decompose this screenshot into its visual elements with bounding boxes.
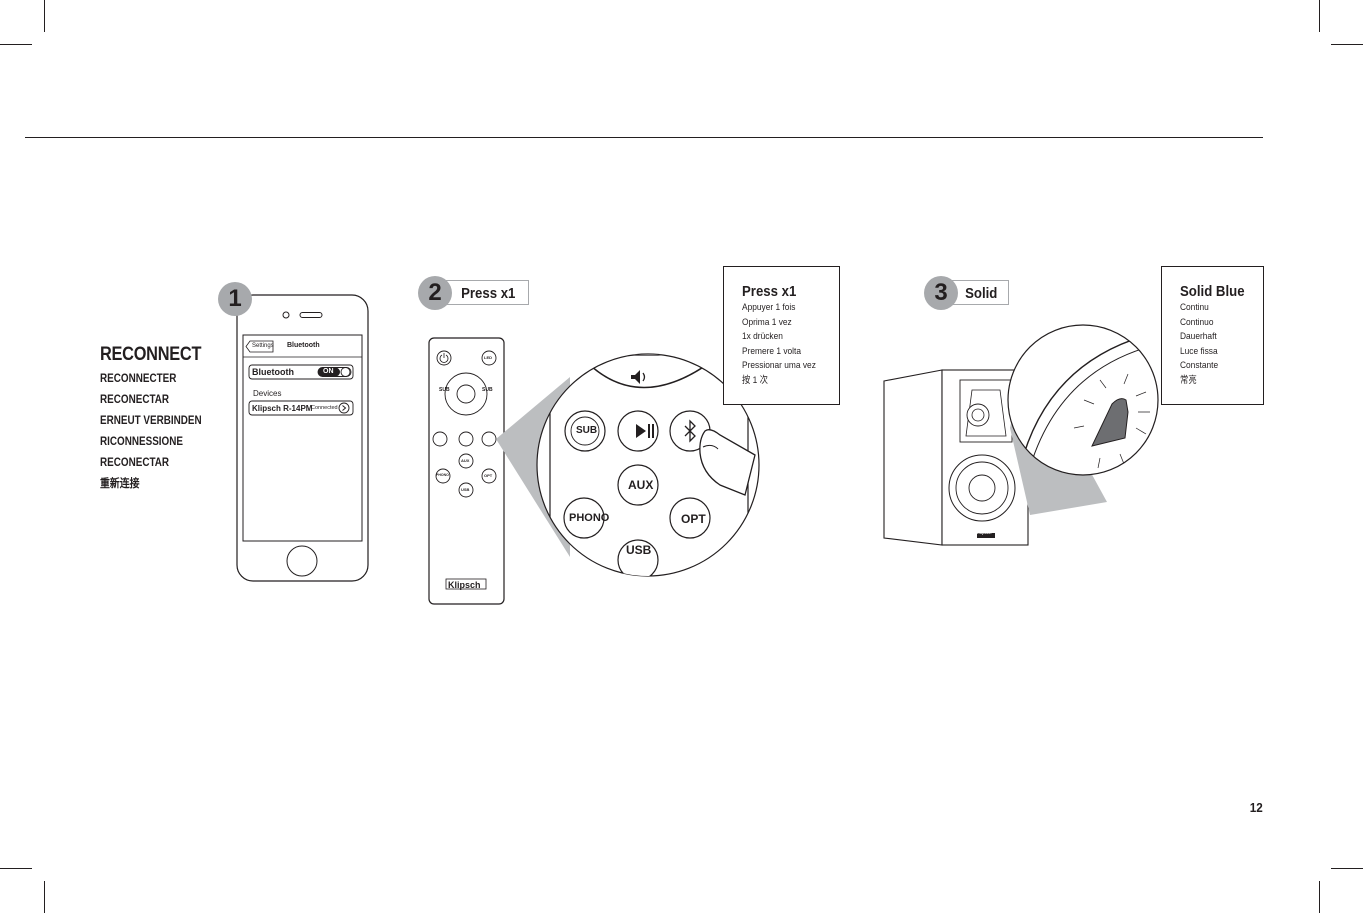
crop-mark [0, 868, 32, 869]
callout-translation: Premere 1 volta [742, 345, 802, 357]
phone-illustration [236, 294, 369, 582]
devices-header: Devices [253, 389, 282, 398]
translation-es: RECONECTAR [100, 394, 170, 406]
remote-sub-plus-label: SUB [482, 387, 493, 393]
callout-translation: Dauerhaft [1180, 331, 1217, 343]
remote-phono-label: PHONO [436, 473, 449, 477]
callout-translation: 按 1 次 [742, 374, 769, 386]
callout-translation: Oprima 1 vez [742, 316, 792, 328]
remote-aux-label: AUX [461, 458, 470, 463]
zoom-sub-button: SUB [576, 425, 598, 436]
step-2-label-text: Press x1 [461, 285, 516, 302]
crop-mark [1331, 44, 1363, 45]
callout-title: Press x1 [742, 283, 797, 300]
callout-translation: 常亮 [1180, 374, 1197, 386]
page-number: 12 [1249, 800, 1263, 815]
step-3-badge: 3 [924, 276, 958, 310]
zoom-usb-button: USB [626, 543, 652, 557]
remote-sub-minus-label: SUB [439, 387, 450, 393]
translation-pt: RECONECTAR [100, 457, 170, 469]
speaker-brand-logo: Klipsch [977, 530, 992, 535]
callout-translation: Continu [1180, 302, 1209, 313]
callout-translation: Appuyer 1 fois [742, 302, 796, 313]
crop-mark [0, 44, 32, 45]
step-3-callout: Solid Blue Continu Continuo Dauerhaft Lu… [1161, 266, 1264, 405]
phone-back-button[interactable]: Settings [252, 343, 274, 349]
device-status: Connected [311, 405, 338, 411]
remote-usb-label: USB [461, 487, 470, 492]
translation-it: RICONNESSIONE [100, 436, 183, 448]
remote-led-label: LED [484, 355, 492, 360]
phone-screen-title: Bluetooth [287, 342, 320, 349]
zoom-aux-button: AUX [628, 478, 654, 492]
bluetooth-toggle-label: Bluetooth [252, 367, 294, 377]
callout-translation: Constante [1180, 360, 1219, 372]
callout-translation: Continuo [1180, 316, 1214, 328]
zoom-phono-button: PHONO [569, 512, 610, 524]
translation-fr: RECONNECTER [100, 373, 177, 385]
device-name[interactable]: Klipsch R-14PM [252, 404, 313, 413]
callout-translation: Pressionar uma vez [742, 360, 816, 372]
callout-title: Solid Blue [1180, 283, 1245, 300]
step-3-label-text: Solid [965, 285, 998, 302]
callout-translation: 1x drücken [742, 331, 783, 343]
crop-mark [1319, 881, 1320, 913]
reconnect-translations: RECONNECTER RECONECTAR ERNEUT VERBINDEN … [100, 372, 218, 498]
crop-mark [44, 0, 45, 32]
crop-mark [1331, 868, 1363, 869]
step-2-badge: 2 [418, 276, 452, 310]
remote-opt-label: OPT [484, 473, 493, 478]
remote-illustration [428, 337, 760, 605]
zoom-opt-button: OPT [681, 512, 706, 526]
translation-de: ERNEUT VERBINDEN [100, 415, 202, 427]
step-2-callout: Press x1 Appuyer 1 fois Oprima 1 vez 1x … [723, 266, 840, 405]
callout-translations: Appuyer 1 fois Oprima 1 vez 1x drücken P… [742, 301, 839, 389]
callout-translations: Continu Continuo Dauerhaft Luce fissa Co… [1180, 301, 1263, 389]
bluetooth-toggle[interactable]: ON [323, 368, 334, 375]
speaker-illustration [883, 324, 1159, 546]
callout-translation: Luce fissa [1180, 345, 1218, 357]
crop-mark [44, 881, 45, 913]
reconnect-heading: RECONNECT [100, 344, 202, 365]
translation-zh: 重新连接 [100, 478, 140, 490]
remote-brand-logo: Klipsch [448, 580, 481, 590]
step-1-badge: 1 [218, 282, 252, 316]
header-rule [25, 137, 1263, 138]
crop-mark [1319, 0, 1320, 32]
